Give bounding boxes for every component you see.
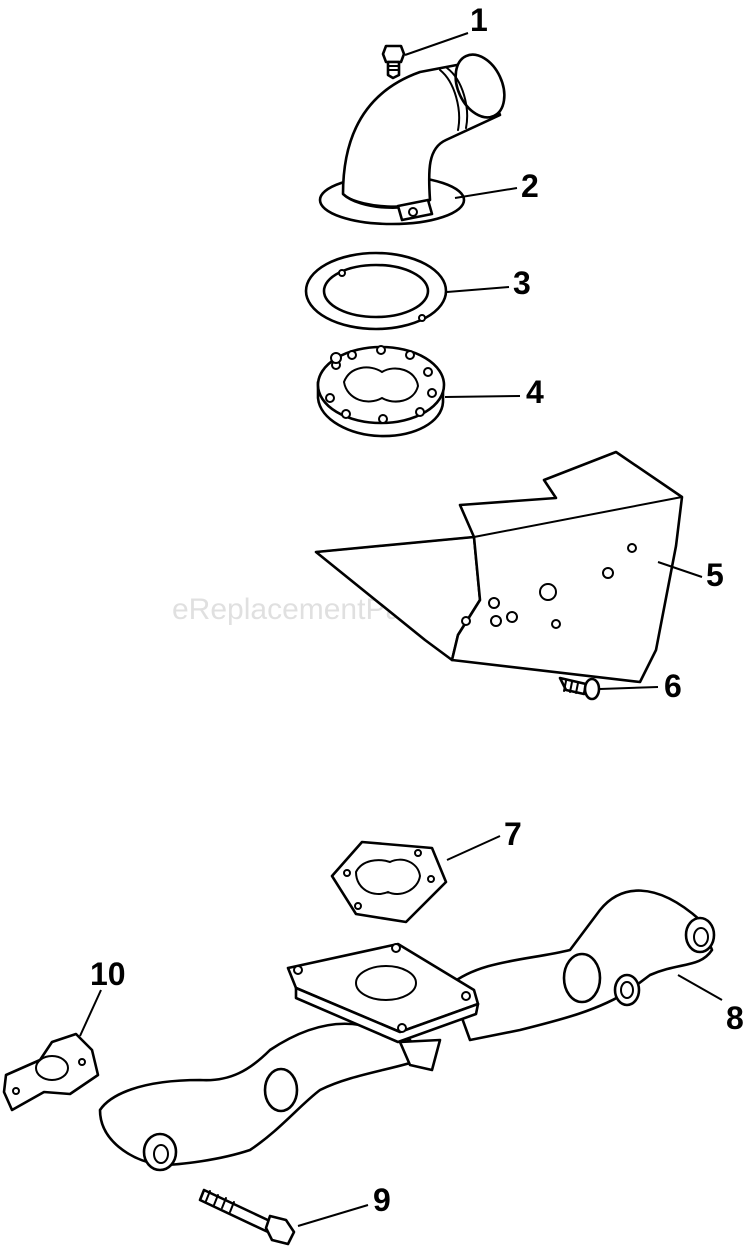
part-6-screw bbox=[558, 676, 601, 701]
leader-5 bbox=[657, 561, 703, 578]
part-5-bracket bbox=[314, 450, 684, 684]
leader-8 bbox=[677, 974, 723, 1001]
callout-5: 5 bbox=[706, 557, 724, 593]
leader-2 bbox=[454, 187, 518, 199]
leader-1 bbox=[404, 32, 469, 56]
callout-2: 2 bbox=[521, 168, 539, 204]
callout-1: 1 bbox=[470, 2, 488, 38]
callout-8: 8 bbox=[726, 1000, 744, 1036]
part-1-screw bbox=[381, 44, 406, 80]
callout-7: 7 bbox=[504, 816, 522, 852]
part-10-gasket bbox=[2, 1032, 100, 1112]
callout-3: 3 bbox=[513, 265, 531, 301]
part-4-flange bbox=[316, 345, 446, 438]
part-8-manifold bbox=[98, 889, 716, 1172]
part-3-gasket bbox=[304, 251, 448, 331]
leader-6 bbox=[599, 686, 659, 690]
part-7-gasket bbox=[330, 840, 448, 924]
part-2-elbow bbox=[318, 53, 506, 226]
callout-4: 4 bbox=[526, 374, 544, 410]
leader-4 bbox=[444, 395, 521, 398]
leader-7 bbox=[446, 835, 501, 861]
callout-10: 10 bbox=[90, 956, 126, 992]
leader-9 bbox=[297, 1204, 369, 1227]
callout-9: 9 bbox=[373, 1182, 391, 1218]
leader-10 bbox=[79, 989, 102, 1037]
part-9-bolt bbox=[198, 1188, 296, 1246]
callout-6: 6 bbox=[664, 668, 682, 704]
leader-3 bbox=[446, 286, 510, 293]
